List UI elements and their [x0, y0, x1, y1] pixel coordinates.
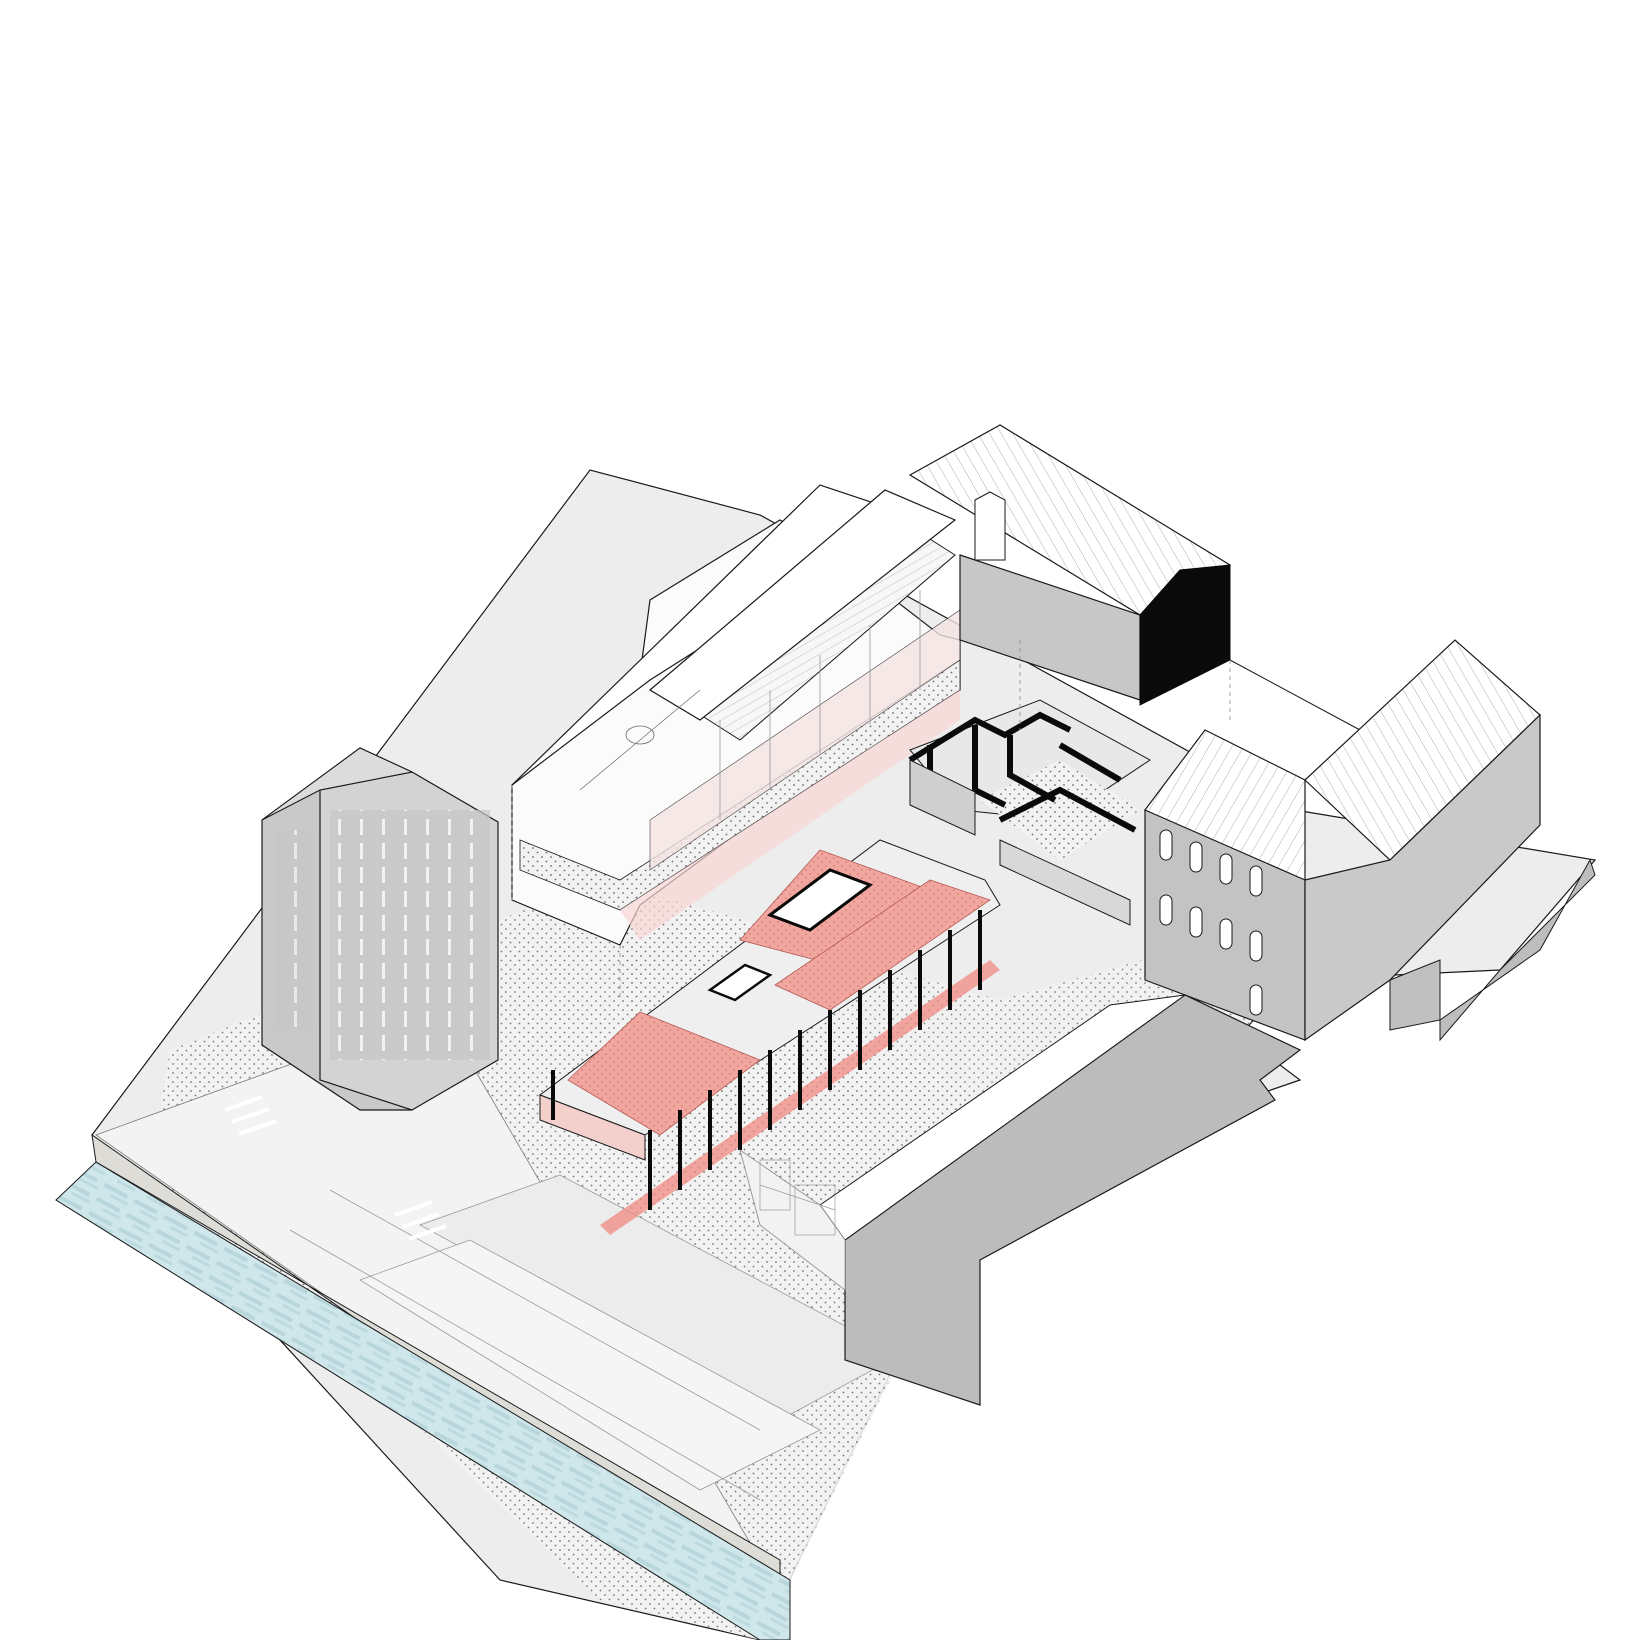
waterfront-canal	[55, 1161, 791, 1640]
east-block	[739, 994, 1302, 1406]
canopy-columns	[551, 910, 982, 1210]
gabled-hall	[908, 424, 1361, 731]
tower-block	[261, 747, 499, 1111]
historic-building	[1144, 639, 1596, 1042]
projection-lines	[511, 640, 1231, 1000]
sports-building	[511, 484, 961, 946]
courtyard-walls	[908, 699, 1151, 926]
